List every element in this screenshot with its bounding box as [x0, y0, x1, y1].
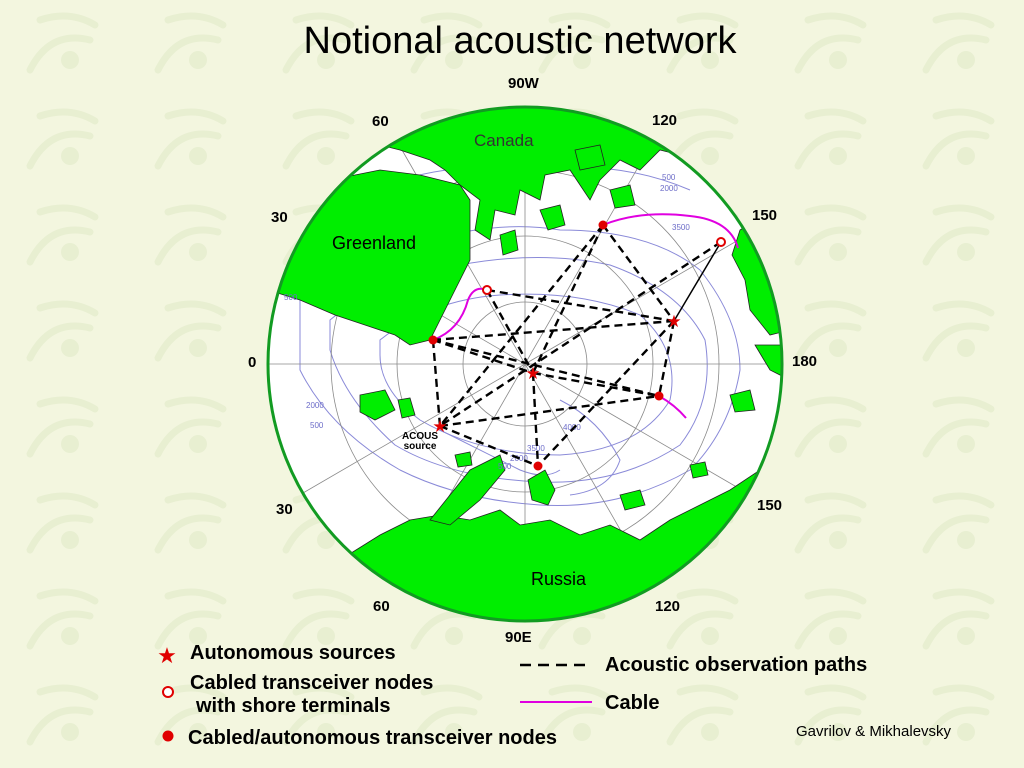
cable-canada-alaska	[602, 213, 739, 249]
longitude-label: 30	[276, 501, 293, 518]
cable-greenland	[432, 287, 488, 341]
depth-label: 500	[498, 462, 512, 471]
cable-alaska-segment	[673, 241, 722, 322]
longitude-label: 60	[372, 113, 389, 130]
depth-label: 500	[662, 173, 676, 182]
acous-source-label-line1: ACOUS	[402, 431, 438, 442]
network-nodes: ★ ★ ★	[428, 220, 726, 471]
region-label-greenland: Greenland	[332, 233, 416, 253]
autonomous-source-star: ★	[432, 417, 447, 436]
longitude-label: 30	[271, 209, 288, 226]
filled-circle-legend-icon	[162, 730, 174, 742]
page-title: Notional acoustic network	[303, 20, 737, 62]
longitude-label: 90W	[508, 75, 540, 92]
cabled-node-marker	[598, 220, 608, 230]
legend-autonomous-sources: Autonomous sources	[190, 642, 396, 664]
legend-cabled-autonomous-nodes: Cabled/autonomous transceiver nodes	[188, 727, 557, 749]
legend-acoustic-paths: Acoustic observation paths	[605, 654, 868, 676]
region-label-canada: Canada	[474, 131, 534, 150]
credit-text: Gavrilov & Mikhalevsky	[796, 723, 952, 740]
legend-cabled-nodes-line2: with shore terminals	[196, 695, 391, 717]
longitude-label: 90E	[505, 629, 532, 646]
novaya-zemlya	[429, 454, 506, 526]
longitude-label: 150	[752, 207, 777, 224]
svg-text:★: ★	[157, 644, 177, 666]
legend-cabled-nodes-line1: Cabled transceiver nodes	[190, 672, 434, 694]
region-label-russia: Russia	[531, 569, 587, 589]
open-circle-legend-icon	[162, 686, 174, 698]
acous-source-label-line2: source	[404, 441, 437, 452]
shore-terminal-marker	[716, 237, 726, 247]
depth-label: 2000	[660, 184, 678, 193]
depth-label: 2000	[306, 401, 324, 410]
cabled-node-marker	[654, 391, 664, 401]
depth-label: 500	[310, 421, 324, 430]
canada-landmass	[329, 107, 721, 241]
legend-cable: Cable	[605, 692, 660, 714]
depth-label: 500	[284, 293, 298, 302]
cabled-node-marker	[428, 335, 438, 345]
autonomous-source-star: ★	[525, 364, 540, 383]
cable-line-legend-icon	[520, 701, 592, 703]
longitude-label: 0	[248, 354, 256, 371]
dashed-line-legend-icon	[520, 663, 592, 667]
depth-label: 3500	[672, 223, 690, 232]
star-legend-icon: ★	[157, 644, 177, 666]
depth-label: 3500	[527, 444, 545, 453]
acoustic-paths	[431, 224, 722, 468]
longitude-label: 60	[373, 598, 390, 615]
autonomous-source-star: ★	[666, 312, 681, 331]
longitude-label: 120	[652, 112, 677, 129]
longitude-label: 180	[792, 353, 817, 370]
map-border	[266, 105, 784, 623]
cabled-node-marker	[533, 461, 543, 471]
shore-terminal-marker	[482, 285, 492, 295]
longitude-label: 120	[655, 598, 680, 615]
depth-label: 4000	[563, 423, 581, 432]
longitude-label: 150	[757, 497, 782, 514]
